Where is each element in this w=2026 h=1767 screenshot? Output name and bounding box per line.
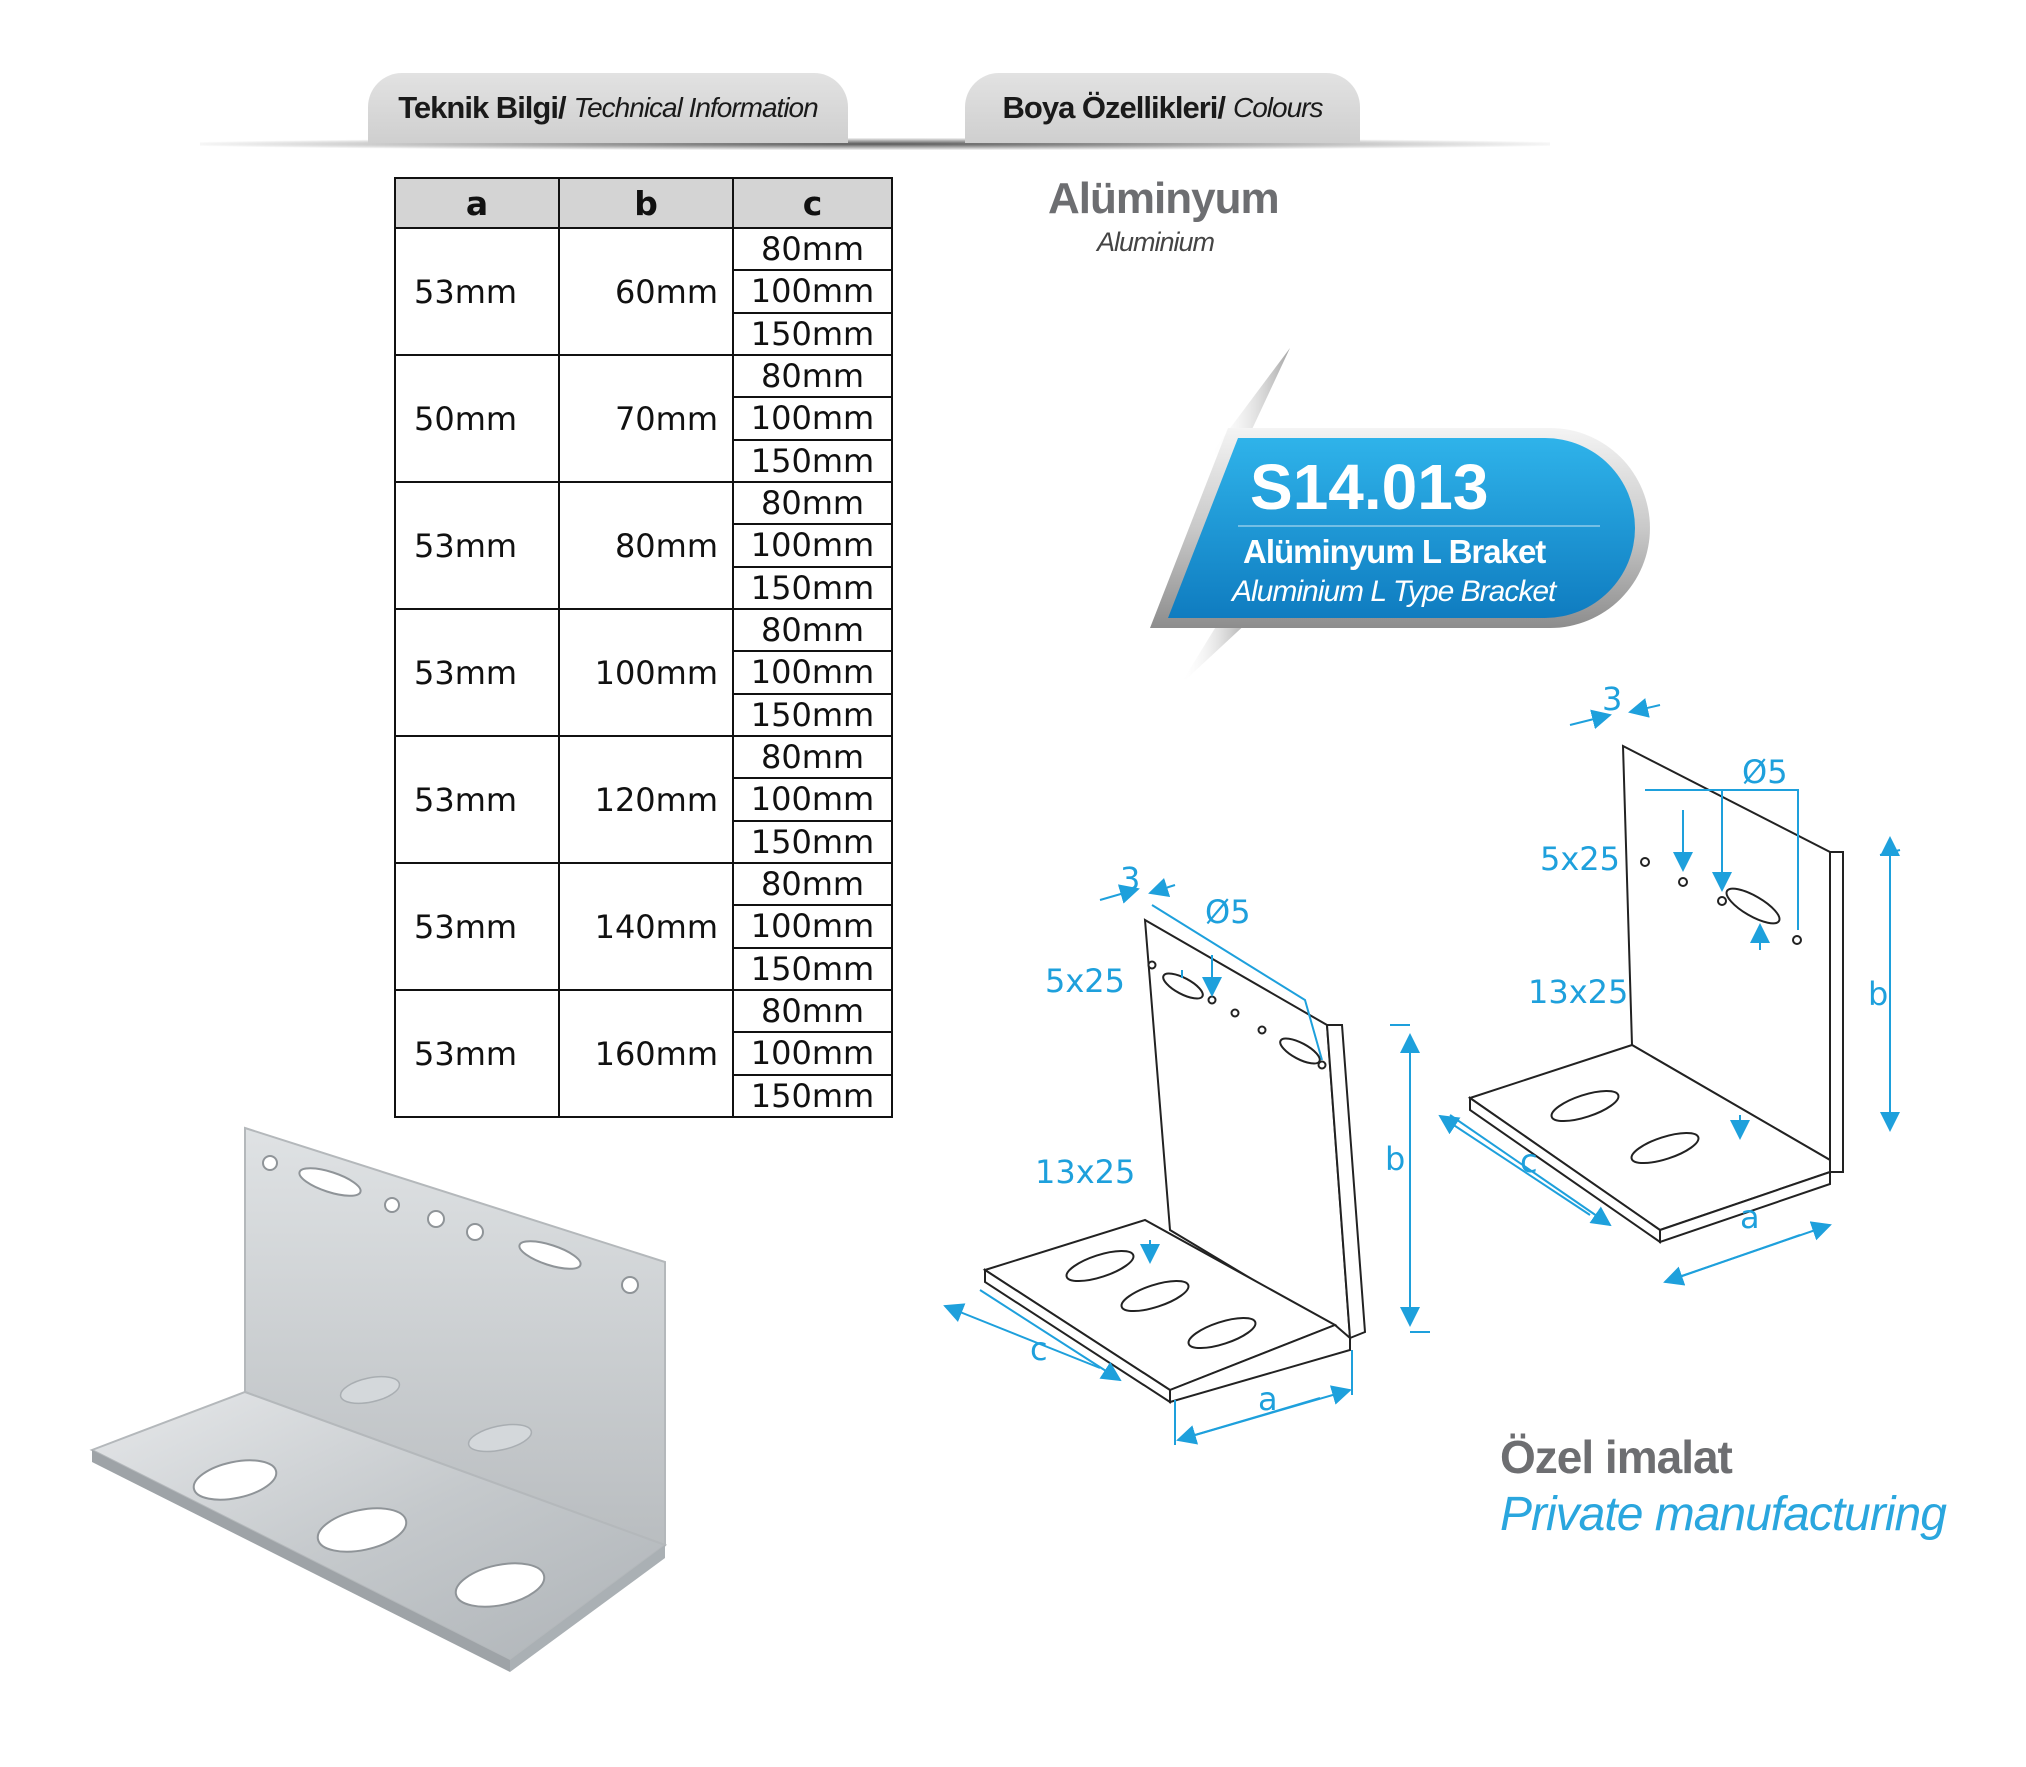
cell-c: 150mm <box>732 565 893 611</box>
label-b-rear: b <box>1868 975 1888 1013</box>
label-slot-small-front: 5x25 <box>1045 962 1125 1000</box>
label-hole-front: Ø5 <box>1205 893 1251 931</box>
table-row: 100mm <box>395 1031 893 1076</box>
table-header-row: a b c <box>394 177 893 229</box>
tab-colours-bold: Boya Özellikleri/ <box>1002 90 1226 125</box>
cell-a: 53mm <box>394 608 560 737</box>
label-c-front: c <box>1030 1330 1048 1368</box>
cell-a: 53mm <box>394 862 560 991</box>
cell-c: 80mm <box>732 607 893 653</box>
table-row: 100mm <box>395 777 893 822</box>
cell-c: 100mm <box>732 777 893 822</box>
table-row: 100mm <box>395 269 893 314</box>
column-header-b: b <box>558 177 734 229</box>
table-row: 100mm <box>395 523 893 568</box>
cell-c: 100mm <box>732 650 893 695</box>
cell-c: 150mm <box>732 819 893 865</box>
cell-c: 150mm <box>732 1073 893 1119</box>
cell-a: 53mm <box>394 227 560 356</box>
table-row: 150mm <box>395 946 893 992</box>
cell-c: 150mm <box>732 946 893 992</box>
table-row: 150mm <box>395 311 893 357</box>
cell-b: 120mm <box>558 735 734 864</box>
tab-technical-bold: Teknik Bilgi/ <box>398 90 566 125</box>
cell-c: 80mm <box>732 226 893 272</box>
label-a-rear: a <box>1740 1198 1760 1236</box>
cell-c: 100mm <box>732 396 893 441</box>
label-a-front: a <box>1258 1380 1278 1418</box>
product-name-en: Aluminium L Type Bracket <box>1232 575 1556 608</box>
cell-b: 100mm <box>558 608 734 737</box>
material-name-en: Aluminium <box>1097 227 1215 257</box>
table-row: 150mm <box>395 565 893 611</box>
product-code: S14.013 <box>1250 451 1489 523</box>
label-thickness-front: 3 <box>1120 860 1140 898</box>
cell-c: 80mm <box>732 988 893 1034</box>
cell-c: 100mm <box>732 523 893 568</box>
dimension-lines-front <box>943 877 1430 1445</box>
cell-c: 80mm <box>732 480 893 526</box>
cell-c: 80mm <box>732 861 893 907</box>
table-row: 150mm <box>395 819 893 865</box>
table-row: 100mm <box>395 396 893 441</box>
bracket-drawing-rear <box>1467 744 1844 1244</box>
tab-colours[interactable]: Boya Özellikleri/ Colours <box>965 73 1360 143</box>
dimension-lines-rear <box>1438 698 1901 1286</box>
table-row: 100mm <box>395 904 893 949</box>
bracket-drawing-front <box>982 918 1367 1404</box>
table-row: 150mm <box>395 1073 893 1119</box>
product-name-tr: Alüminyum L Braket <box>1243 533 1546 570</box>
label-c-rear: c <box>1520 1142 1538 1180</box>
dimension-labels: 3 Ø5 5x25 13x25 b c a 3 Ø5 5x25 13x25 b … <box>1030 680 1888 1418</box>
cell-a: 53mm <box>394 735 560 864</box>
label-slot-large-front: 13x25 <box>1035 1153 1135 1191</box>
cell-b: 140mm <box>558 862 734 991</box>
cell-b: 80mm <box>558 481 734 610</box>
cell-c: 100mm <box>732 1031 893 1076</box>
label-slot-small-rear: 5x25 <box>1540 840 1620 878</box>
cell-a: 53mm <box>394 481 560 610</box>
label-b-front: b <box>1385 1140 1405 1178</box>
product-badge <box>1150 348 1650 685</box>
tab-technical-italic: Technical Information <box>573 92 819 123</box>
cell-c: 150mm <box>732 311 893 357</box>
table-row: 150mm <box>395 438 893 484</box>
cell-c: 150mm <box>732 438 893 484</box>
cell-c: 150mm <box>732 692 893 738</box>
cell-c: 100mm <box>732 269 893 314</box>
label-slot-large-rear: 13x25 <box>1528 973 1628 1011</box>
cell-b: 60mm <box>558 227 734 356</box>
cell-a: 53mm <box>394 989 560 1118</box>
cell-c: 100mm <box>732 904 893 949</box>
cell-c: 80mm <box>732 353 893 399</box>
cell-a: 50mm <box>394 354 560 483</box>
custom-manufacturing-en: Private manufacturing <box>1500 1488 1947 1541</box>
cell-b: 160mm <box>558 989 734 1118</box>
label-thickness-rear: 3 <box>1602 680 1622 718</box>
column-header-a: a <box>394 177 560 229</box>
table-row: 150mm <box>395 692 893 738</box>
product-photo <box>89 1126 668 1672</box>
table-row: 100mm <box>395 650 893 695</box>
material-name-tr: Alüminyum <box>1048 174 1280 223</box>
cell-c: 80mm <box>732 734 893 780</box>
cell-b: 70mm <box>558 354 734 483</box>
label-hole-rear: Ø5 <box>1742 753 1788 791</box>
column-header-c: c <box>732 177 893 229</box>
custom-manufacturing-tr: Özel imalat <box>1500 1431 1733 1483</box>
tab-colours-italic: Colours <box>1233 92 1323 123</box>
tab-technical-information[interactable]: Teknik Bilgi/ Technical Information <box>368 73 848 143</box>
